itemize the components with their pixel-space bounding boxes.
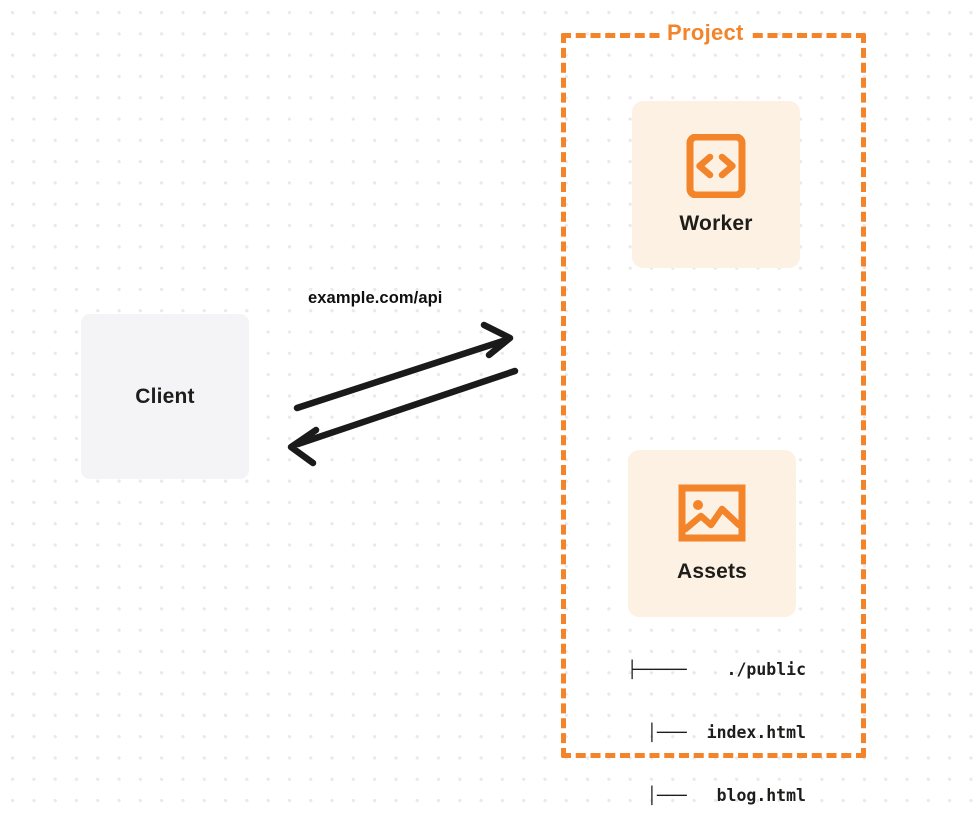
request-arrow (293, 321, 514, 412)
client-node-label: Client (135, 384, 195, 408)
image-picture-icon (678, 484, 746, 541)
file-tree-row: │─── blog.html (637, 786, 806, 805)
worker-node-label: Worker (679, 211, 753, 235)
code-brackets-icon (686, 133, 746, 198)
assets-file-tree: ├───── ./public │─── index.html │─── blo… (606, 617, 806, 818)
file-tree-row: │─── index.html (637, 723, 806, 742)
client-node[interactable]: Client (81, 314, 249, 479)
response-arrow (287, 367, 519, 467)
project-group-title: Project (660, 20, 751, 46)
file-tree-row: ├───── ./public (627, 660, 806, 679)
assets-node-label: Assets (676, 559, 748, 583)
connection-label: example.com/api (308, 289, 443, 307)
assets-node[interactable]: Assets (628, 450, 796, 617)
worker-node[interactable]: Worker (632, 101, 800, 268)
